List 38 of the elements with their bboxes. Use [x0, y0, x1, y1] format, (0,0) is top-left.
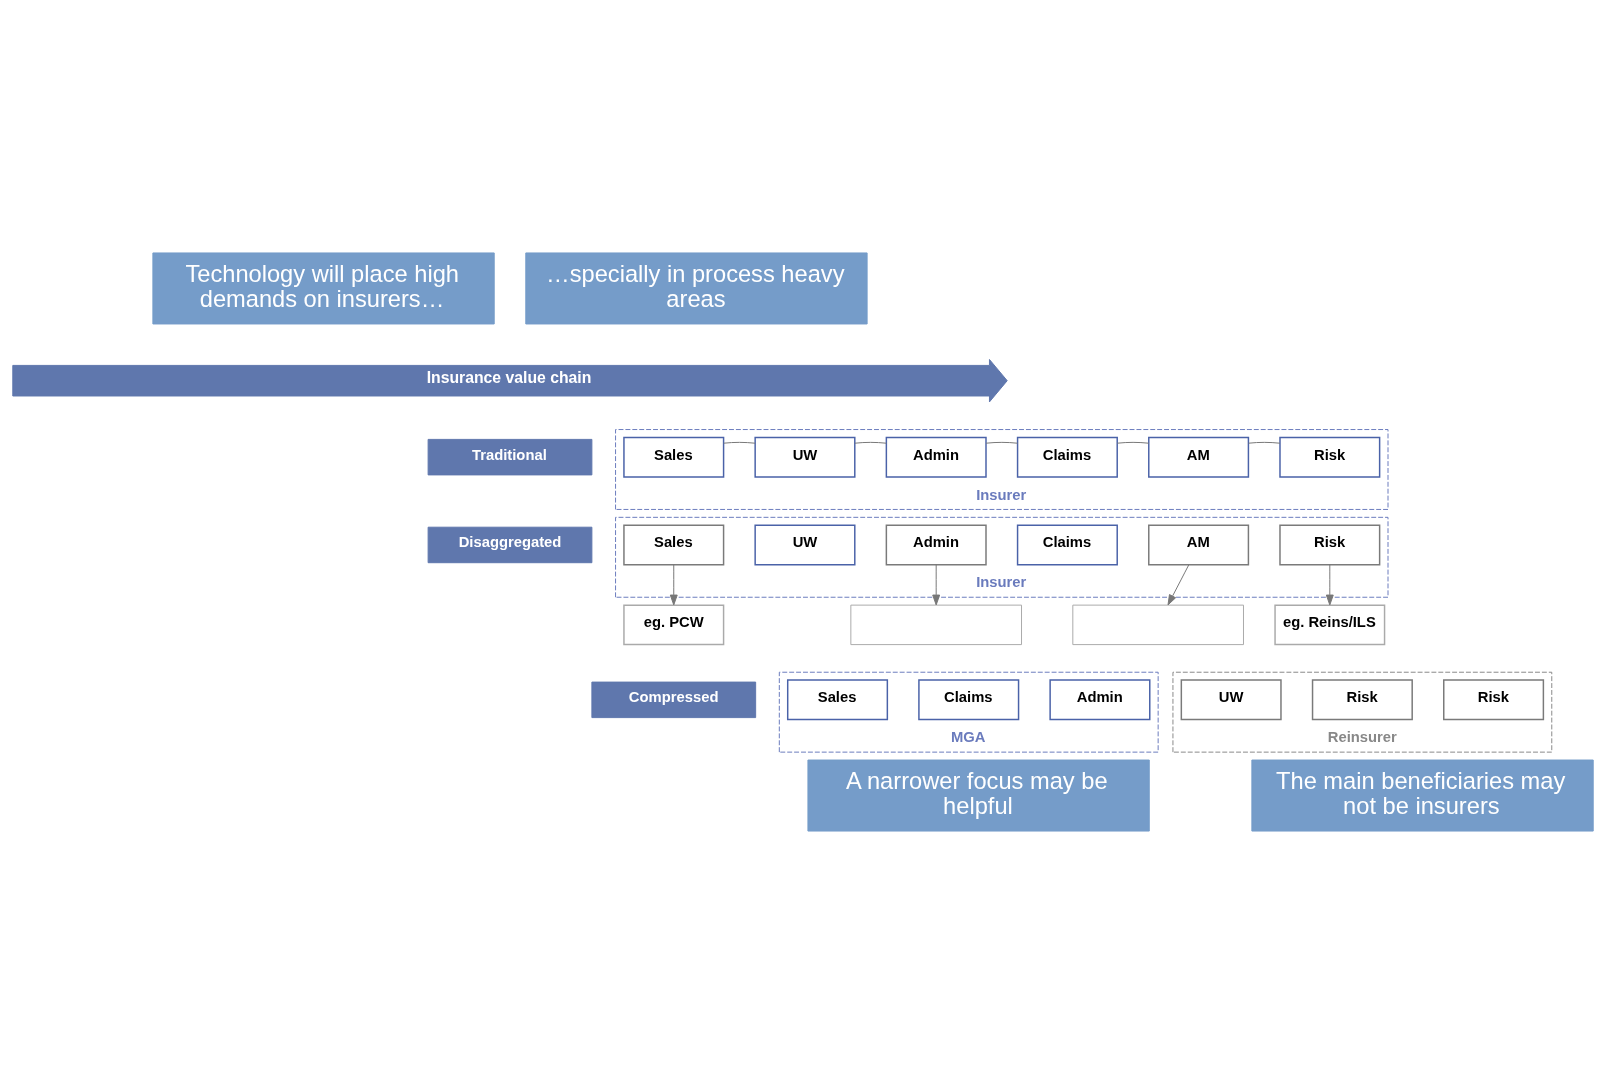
node-box: Risk [1279, 436, 1381, 478]
node-box: Claims [1016, 524, 1118, 566]
connector [854, 441, 887, 444]
node-box: UW [754, 436, 856, 478]
node-box: Risk [1279, 524, 1381, 566]
node-box: Risk [1443, 679, 1545, 721]
node-box: eg. Reins/ILS [1274, 604, 1386, 646]
connector [1248, 441, 1281, 444]
node-box: Sales [786, 679, 889, 721]
node-box: Claims [1016, 436, 1118, 478]
arrow [932, 564, 941, 606]
node-box [850, 604, 1022, 646]
node-box: Compressed [591, 681, 757, 719]
node-box: UW [1180, 679, 1282, 721]
connector [1116, 441, 1150, 444]
arrow [1167, 564, 1190, 606]
node-box: Traditional [427, 438, 593, 476]
node-box: AM [1148, 436, 1250, 478]
node-box: Claims [918, 679, 1020, 721]
connector [723, 441, 756, 444]
arrow [669, 564, 678, 606]
node-box [1072, 604, 1244, 646]
node-box: Technology will place high demands on insurers… [152, 252, 495, 325]
node-box: A narrower focus may be helpful [807, 759, 1150, 832]
node-box: Admin [1049, 679, 1151, 721]
node-box: Risk [1311, 679, 1413, 721]
node-box: …specially in process heavy areas [525, 252, 868, 325]
node-box: Disaggregated [427, 526, 593, 564]
node-box: Admin [885, 524, 987, 566]
arrow [1325, 564, 1334, 606]
node-box: Sales [623, 524, 725, 566]
connector [985, 441, 1019, 444]
node-box: eg. PCW [623, 604, 725, 646]
node-box: Admin [885, 436, 987, 478]
node-box: AM [1148, 524, 1250, 566]
node-box: UW [754, 524, 856, 566]
node-box: The main beneficiaries may not be insurers [1251, 759, 1594, 832]
node-box: Sales [623, 436, 725, 478]
